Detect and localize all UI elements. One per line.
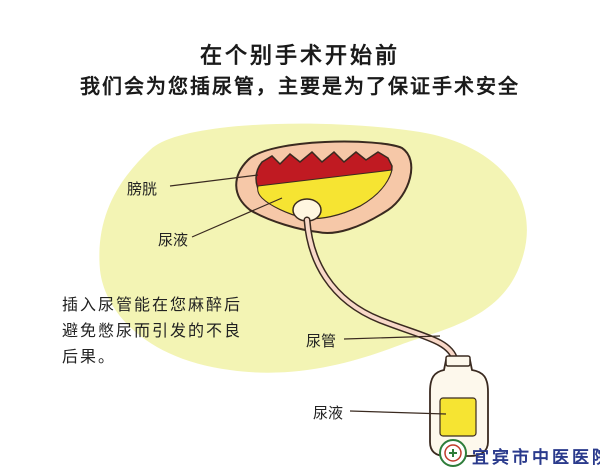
- bag-urine-pointer-line: [349, 410, 447, 415]
- urine-bag-fill: [439, 397, 477, 437]
- note-line: 避免憋尿而引发的不良: [62, 321, 243, 340]
- hospital-name: 宜宾市中医医院: [472, 448, 600, 468]
- hospital-emblem-icon: [439, 439, 467, 467]
- label-urine-bladder: 尿液: [158, 231, 189, 249]
- catheter-tube: [305, 218, 457, 362]
- bladder-urine-pointer-line: [191, 197, 283, 238]
- title-line-2: 我们会为您插尿管，主要是为了保证手术安全: [80, 74, 520, 98]
- explanation-note: 插入尿管能在您麻醉后 避免憋尿而引发的不良 后果。: [62, 292, 242, 370]
- note-line: 插入尿管能在您麻醉后: [62, 295, 243, 314]
- catheter-pointer-line: [343, 335, 441, 340]
- bladder-pointer-line: [169, 174, 259, 187]
- urine-bag-cap: [445, 355, 471, 367]
- label-bladder: 膀胱: [127, 180, 158, 198]
- note-line: 后果。: [62, 347, 117, 366]
- title-line-1: 在个别手术开始前: [199, 44, 400, 69]
- label-urine-bag: 尿液: [313, 404, 344, 422]
- label-catheter: 尿管: [306, 332, 337, 350]
